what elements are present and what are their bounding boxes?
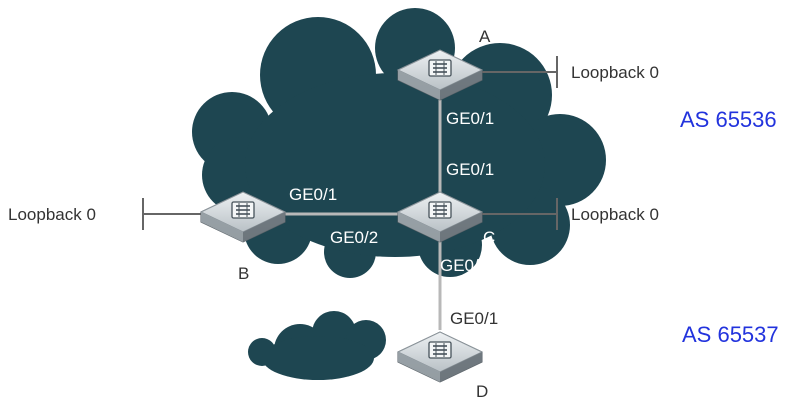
loopback-a-label: Loopback 0 [571,63,659,82]
loopback-c-label: Loopback 0 [571,205,659,224]
as-65537-cloud [248,311,386,380]
loopback-b-stub [142,198,205,230]
interface-b-ge01-label: GE0/1 [289,185,337,204]
router-a-label: A [479,27,491,46]
router-d-icon [397,331,483,383]
router-d-label: D [476,382,488,400]
loopback-a-stub [478,56,558,88]
router-c-label: C [483,228,495,247]
interface-d-ge01-label: GE0/1 [450,309,498,328]
interface-a-ge01-label: GE0/1 [446,109,494,128]
as-65536-label: AS 65536 [680,107,777,132]
interface-c-ge02-label: GE0/2 [330,228,378,247]
as-65536-cloud [192,8,606,278]
loopback-b-label: Loopback 0 [8,205,96,224]
interface-c-ge01-label: GE0/1 [446,160,494,179]
loopback-c-stub [478,198,558,230]
router-b-label: B [238,264,249,283]
as-65537-label: AS 65537 [682,322,779,347]
interface-c-ge03-label: GE0/3 [440,256,488,275]
